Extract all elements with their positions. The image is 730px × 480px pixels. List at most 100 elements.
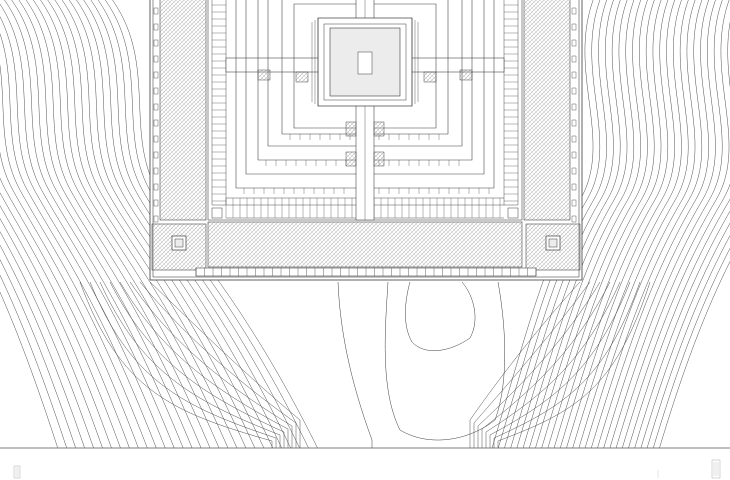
terrace-ring-left (245, 0, 356, 175)
title-block-strip (13, 459, 721, 479)
contour-line (405, 281, 476, 351)
terrace-ring-left (281, 0, 356, 135)
wall-pier (153, 199, 159, 207)
wall-pier (153, 167, 159, 175)
causeway-stair (345, 151, 357, 167)
contour-line (597, 0, 710, 448)
contour-line (0, 231, 94, 448)
wall-pier (571, 103, 577, 111)
contour-line (584, 0, 696, 448)
contour-line (68, 0, 264, 448)
contour-line (0, 259, 76, 448)
right-terrace-hatch (523, 0, 571, 221)
contour-line (659, 261, 730, 448)
contour-line (566, 0, 676, 448)
contour-line (79, 281, 273, 448)
wall-pier (571, 183, 577, 191)
corner-pavilion-core (548, 238, 558, 248)
cloister-corner-marker (507, 207, 519, 219)
contour-line (489, 281, 631, 448)
contour-line (572, 0, 682, 448)
contour-line (99, 281, 281, 448)
contour-line (541, 0, 648, 448)
contour-line (75, 0, 273, 448)
wall-pier (571, 119, 577, 127)
wall-pier (153, 71, 159, 79)
contour-line (0, 177, 130, 448)
terrace-ring-right (374, 3, 437, 129)
terrace-ring-left (293, 3, 356, 129)
wall-pier (571, 199, 577, 207)
wall-pier (153, 119, 159, 127)
contour-line (39, 0, 229, 448)
wall-pier (153, 215, 159, 223)
contour-line (47, 0, 238, 448)
contour-line (615, 0, 730, 448)
contour-line (0, 3, 175, 448)
contour-line (11, 0, 193, 448)
contour-line (522, 0, 628, 448)
side-stair (423, 71, 437, 83)
contour-line (504, 0, 608, 448)
wall-pier (571, 135, 577, 143)
contour-line (640, 222, 730, 448)
contour-line (535, 0, 642, 448)
wall-pier (571, 71, 577, 79)
wall-pier (571, 39, 577, 47)
contour-line (547, 0, 655, 448)
contour-line (510, 0, 614, 448)
contour-line (90, 0, 291, 448)
terrace-ring-right (374, 0, 449, 135)
causeway-stair (345, 121, 357, 137)
contour-line (384, 281, 505, 441)
side-stair (459, 69, 473, 81)
contour-line (493, 281, 641, 448)
contour-line (149, 281, 301, 448)
terrace-ring-right (374, 0, 495, 189)
contour-line (0, 274, 67, 448)
wall-pier (153, 39, 159, 47)
contour-line (634, 210, 730, 448)
wall-pier (153, 23, 159, 31)
contour-line (337, 281, 373, 448)
contour-line (646, 235, 730, 448)
contour-line (54, 0, 247, 448)
contour-line (89, 281, 277, 448)
contour-line (578, 0, 689, 448)
contour-line (591, 0, 703, 448)
contour-line (603, 0, 716, 448)
wall-pier (153, 87, 159, 95)
causeway-stair (373, 121, 385, 137)
contour-line (0, 291, 58, 448)
contour-line (139, 281, 297, 448)
contour-line (469, 281, 581, 448)
contour-line (97, 0, 300, 448)
contour-line (498, 0, 601, 448)
contour-line (0, 64, 148, 448)
contour-line (529, 0, 635, 448)
contour-line (119, 281, 289, 448)
contour-line (0, 218, 103, 448)
side-stair (295, 71, 309, 83)
contour-line (481, 281, 611, 448)
wall-pier (571, 55, 577, 63)
contour-line (653, 247, 730, 448)
contour-line (61, 0, 256, 448)
contour-line (0, 244, 85, 448)
contour-line (485, 281, 621, 448)
wall-pier (153, 135, 159, 143)
wall-pier (571, 87, 577, 95)
wall-pier (153, 7, 159, 15)
contour-line (18, 0, 202, 448)
contour-line (0, 16, 166, 448)
contour-line (516, 0, 621, 448)
contour-line (32, 0, 220, 448)
left-terrace-hatch (159, 0, 207, 221)
contour-line (0, 151, 139, 448)
central-shrine-mid (323, 23, 407, 101)
cloister-corner-marker (211, 207, 223, 219)
contour-line (0, 33, 157, 448)
contour-line (497, 281, 651, 448)
